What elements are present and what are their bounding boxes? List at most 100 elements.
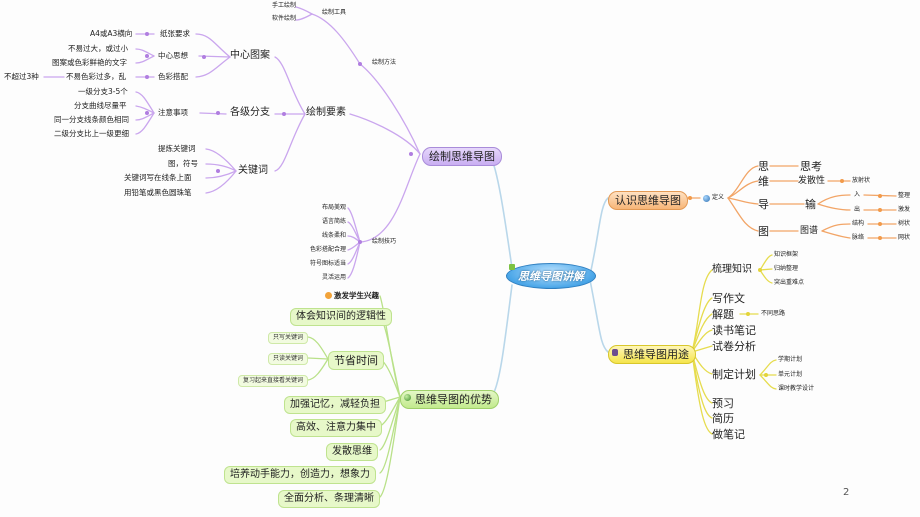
- draw-node-label: 绘制思维导图: [429, 150, 495, 163]
- paper-item: A4或A3横向: [90, 29, 133, 38]
- char-dao: 导: [758, 198, 769, 211]
- leaf-inspire: 激发: [898, 206, 911, 213]
- branch-use-node[interactable]: 思维导图用途: [608, 345, 696, 364]
- plan-item: 学期计划: [778, 356, 803, 363]
- use-node-label: 思维导图用途: [623, 348, 689, 361]
- adv-list-item[interactable]: 加强记忆，减轻负担: [284, 396, 386, 414]
- junction-dot: [764, 373, 768, 377]
- adv-time[interactable]: 节省时间: [328, 351, 384, 370]
- junction-dot: [358, 240, 362, 244]
- use-sort-label[interactable]: 梳理知识: [712, 264, 752, 275]
- sub-in: 入: [854, 191, 861, 198]
- time-item-text: 只写关键词: [273, 334, 304, 341]
- plan-item: 课时教学设计: [778, 385, 815, 392]
- sub-structure: 结构: [852, 220, 865, 227]
- junction-dot: [216, 111, 220, 115]
- keyword-item: 用铅笔或黑色圆珠笔: [124, 188, 192, 197]
- use-item[interactable]: 做笔记: [712, 428, 745, 441]
- sub-vein: 脉络: [852, 234, 865, 241]
- branch-know-node[interactable]: 认识思维导图: [608, 191, 688, 210]
- draw-tools-label[interactable]: 绘制工具: [322, 9, 347, 16]
- branch-draw-node[interactable]: 绘制思维导图: [422, 147, 502, 166]
- junction-dot: [878, 236, 882, 240]
- word-transfer: 输: [805, 198, 816, 211]
- definition-label[interactable]: 定义: [712, 194, 725, 201]
- branch-levels-label[interactable]: 各级分支: [230, 107, 270, 118]
- junction-dot: [758, 268, 762, 272]
- leaf-organize: 整理: [898, 192, 911, 199]
- center-idea-label[interactable]: 中心思想: [158, 51, 188, 60]
- adv-list-item[interactable]: 发散思维: [326, 443, 378, 461]
- keywords-label[interactable]: 关键词: [238, 165, 268, 176]
- time-item: 只读关键词: [268, 353, 309, 365]
- idea-item: 图案或色彩鲜艳的文字: [52, 58, 127, 67]
- branch-adv-node[interactable]: 思维导图的优势: [400, 390, 499, 409]
- skill-item: 符号图标适当: [310, 260, 347, 267]
- sub-out: 出: [854, 206, 861, 213]
- char-tu: 图: [758, 225, 769, 238]
- adv-list-item[interactable]: 全面分析、条理清晰: [278, 490, 380, 508]
- color-label[interactable]: 色彩搭配: [158, 72, 188, 81]
- char-wei: 维: [758, 175, 769, 188]
- adv-list-text: 高效、注意力集中: [296, 422, 376, 433]
- paper-req-label[interactable]: 纸张要求: [160, 29, 190, 38]
- draw-methods-label[interactable]: 绘制方法: [372, 59, 397, 66]
- junction-dot: [878, 194, 882, 198]
- root-node[interactable]: 思维导图讲解: [506, 263, 596, 289]
- pin-icon: [612, 349, 618, 356]
- skill-item: 语言简练: [322, 218, 347, 225]
- adv-logic-text: 体会知识间的逻辑性: [296, 311, 386, 322]
- adv-node-label: 思维导图的优势: [415, 393, 492, 406]
- use-item[interactable]: 简历: [712, 412, 734, 425]
- junction-dot: [145, 75, 149, 79]
- adv-logic[interactable]: 体会知识间的逻辑性: [290, 308, 392, 326]
- adv-list-item[interactable]: 培养动手能力，创造力，想象力: [224, 466, 376, 484]
- junction-dot: [840, 179, 844, 183]
- note-item: 同一分支线条颜色相同: [54, 115, 129, 124]
- adv-list-text: 培养动手能力，创造力，想象力: [230, 469, 370, 480]
- note-item: 一级分支3-5个: [78, 87, 128, 96]
- junction-dot: [145, 32, 149, 36]
- note-item: 二级分支比上一级更细: [54, 129, 129, 138]
- sub-radial: 放射状: [852, 177, 871, 184]
- time-item-text: 复习起来直接看关键词: [243, 377, 304, 384]
- time-item-text: 只读关键词: [273, 355, 304, 362]
- color-extra: 不超过3种: [4, 72, 39, 81]
- leaf-tree: 树状: [898, 220, 911, 227]
- draw-skills-label[interactable]: 绘制技巧: [372, 238, 397, 245]
- adv-list-item[interactable]: 高效、注意力集中: [290, 419, 382, 437]
- globe-icon: [703, 195, 710, 202]
- use-item[interactable]: 写作文: [712, 292, 745, 305]
- use-item[interactable]: 读书笔记: [712, 324, 756, 337]
- skill-item: 灵活运用: [322, 274, 347, 281]
- use-item[interactable]: 制定计划: [712, 368, 756, 381]
- solve-note: 不同思路: [761, 310, 786, 317]
- draw-elements-label[interactable]: 绘制要素: [306, 107, 346, 118]
- sort-item: 知识框架: [774, 251, 799, 258]
- skill-item: 布局美观: [322, 204, 347, 211]
- center-pattern-label[interactable]: 中心图案: [230, 50, 270, 61]
- junction-dot: [688, 196, 692, 200]
- sort-item: 突出重难点: [774, 279, 805, 286]
- tool-item: 软件绘制: [272, 15, 297, 22]
- junction-dot: [878, 208, 882, 212]
- skill-item: 线条柔和: [322, 232, 347, 239]
- plan-item: 单元计划: [778, 371, 803, 378]
- use-item[interactable]: 预习: [712, 397, 734, 410]
- junction-dot: [145, 111, 149, 115]
- color-item: 不易色彩过多，乱: [66, 72, 126, 81]
- use-item[interactable]: 解题: [712, 308, 734, 321]
- use-item[interactable]: 试卷分析: [712, 340, 756, 353]
- notes-label[interactable]: 注意事项: [158, 108, 188, 117]
- leaf-net: 网状: [898, 234, 911, 241]
- root-marker-icon: [509, 264, 515, 270]
- adv-time-text: 节省时间: [334, 354, 378, 367]
- junction-dot: [409, 152, 413, 156]
- note-item: 分支曲线尽量平: [74, 101, 127, 110]
- junction-dot: [145, 54, 149, 58]
- smile-icon: [325, 292, 332, 299]
- sort-item: 归纳整理: [774, 265, 799, 272]
- idea-item: 不易过大，或过小: [68, 44, 128, 53]
- adv-list-text: 发散思维: [332, 446, 372, 457]
